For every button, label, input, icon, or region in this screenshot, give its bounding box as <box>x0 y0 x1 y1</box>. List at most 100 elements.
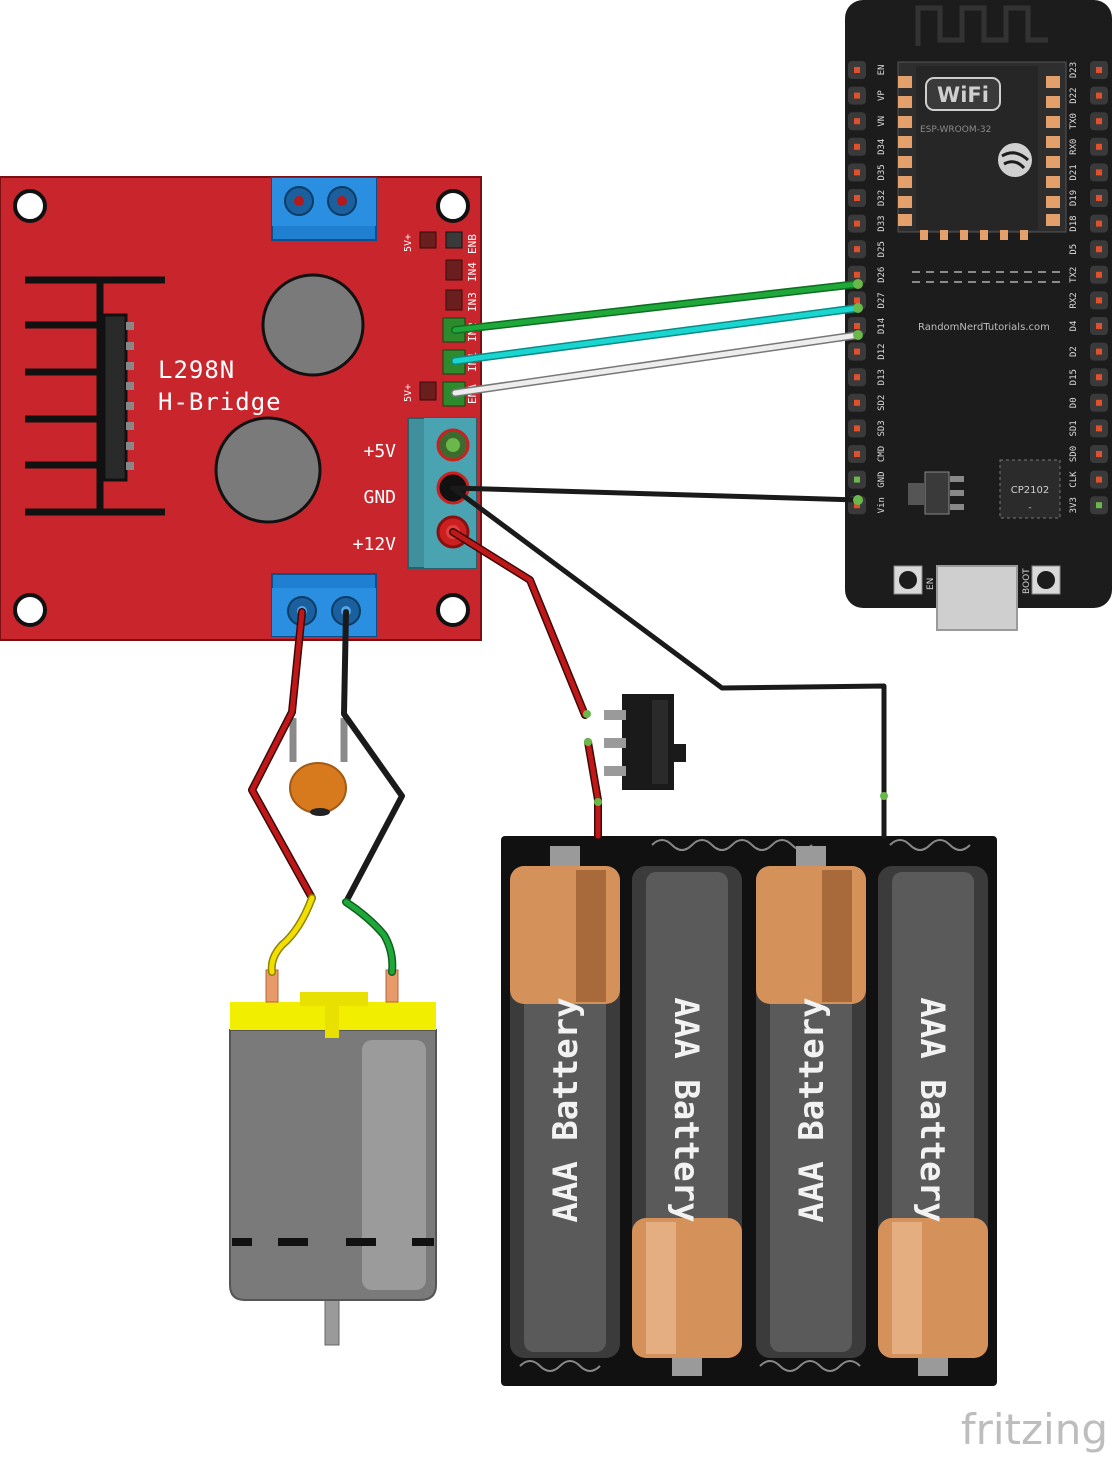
esp32-pin-tx2 <box>1090 265 1108 284</box>
esp32-pin-label: D19 <box>1069 190 1079 206</box>
esp32-left-header <box>848 61 866 515</box>
esp32-pin-sd3 <box>848 419 866 438</box>
top-screw-terminal <box>271 177 377 241</box>
esp32-pin-label: D33 <box>877 215 887 231</box>
esp32-pin-label: D18 <box>1069 215 1079 231</box>
esp32-pin-d0 <box>1090 393 1108 412</box>
esp32-pin-d18 <box>1090 214 1108 233</box>
esp32-left-pin-labels: ENVPVND34D35D32D33D25D26D27D14D12D13SD2S… <box>877 65 887 514</box>
ceramic-capacitor <box>289 718 348 816</box>
esp32-pin-label: D0 <box>1069 397 1079 408</box>
esp32-pin-label: D32 <box>877 190 887 206</box>
esp32-pin-d22 <box>1090 86 1108 105</box>
esp32-pin-d34 <box>848 137 866 156</box>
wire-ena-to-d14 <box>451 331 862 397</box>
esp32-pin-d13 <box>848 368 866 387</box>
mounting-hole-icon <box>13 189 47 223</box>
boot-button-label: BOOT <box>1022 568 1032 594</box>
esp32-pin-label: 3V3 <box>1069 497 1079 513</box>
esp32-pin-label: D22 <box>1069 87 1079 103</box>
esp32-pin-d19 <box>1090 189 1108 207</box>
esp32-pin-label: TX2 <box>1069 267 1079 283</box>
esp32-pin-sd0 <box>1090 445 1108 463</box>
board-title-line2: H-Bridge <box>158 388 282 416</box>
esp32-pin-label: D23 <box>1069 62 1079 78</box>
esp32-pin-label: D2 <box>1069 346 1079 357</box>
esp32-pin-label: CMD <box>877 446 887 462</box>
esp32-pin-label: D26 <box>877 267 887 283</box>
wire-motor-red <box>248 608 316 902</box>
esp32-pin-label: SD0 <box>1069 446 1079 462</box>
espressif-logo-icon <box>998 143 1032 177</box>
esp32-pin-d14 <box>848 317 866 335</box>
esp32-pin-d15 <box>1090 368 1108 387</box>
esp32-pin-label: D21 <box>1069 164 1079 180</box>
en-button-label: EN <box>926 578 936 590</box>
esp32-pin-label: D14 <box>877 318 887 334</box>
power-label-5v: +5V <box>363 441 396 462</box>
esp32-pin-label: D34 <box>877 139 887 155</box>
wire-gnd-to-esp <box>450 485 861 503</box>
esp32-pin-d32 <box>848 189 866 207</box>
esp32-pin-rx0 <box>1090 137 1108 156</box>
esp32-pin-label: D13 <box>877 369 887 385</box>
wire-gnd-to-battery <box>450 485 887 839</box>
esp32-pin-cmd <box>848 445 866 463</box>
pin-label-in4: IN4 <box>466 262 479 282</box>
mounting-hole-icon <box>436 189 470 223</box>
pin-label-5v-top: 5V+ <box>403 234 414 252</box>
esp32-pin-d12 <box>848 342 866 361</box>
battery-cell: AAA Battery <box>510 846 620 1358</box>
capacitor-icon <box>261 273 365 377</box>
esp32-pin-d21 <box>1090 163 1108 182</box>
pin-label-5v-bottom: 5V+ <box>403 384 414 402</box>
esp32-pin-label: Vin <box>877 497 887 513</box>
esp32-pin-vn <box>848 112 866 131</box>
power-label-12v: +12V <box>353 534 397 555</box>
wire-in2-to-d26 <box>451 280 862 334</box>
battery-cell: AAA Battery <box>756 846 866 1358</box>
esp32-pin-gnd <box>848 470 866 489</box>
esp32-pin-label: SD3 <box>877 420 887 436</box>
esp32-pin-label: GND <box>877 471 887 487</box>
esp32-pin-d33 <box>848 214 866 233</box>
esp32-pin-label: SD2 <box>877 395 887 411</box>
esp32-pin-label: VN <box>877 116 887 127</box>
voltage-regulator-icon <box>924 471 950 515</box>
esp32-pin-label: D35 <box>877 164 887 180</box>
mounting-hole-icon <box>436 593 470 627</box>
antenna-trace-icon <box>915 5 1048 46</box>
esp32-pin-label: VP <box>877 90 887 101</box>
esp32-pin-label: D25 <box>877 241 887 257</box>
capacitor-icon <box>214 416 322 524</box>
slide-switch[interactable] <box>604 694 686 790</box>
esp32-pin-d23 <box>1090 61 1108 79</box>
esp32-pin-sd1 <box>1090 419 1108 438</box>
battery-label: AAA Battery <box>666 997 706 1222</box>
esp32-pin-label: D5 <box>1069 244 1079 255</box>
website-label: RandomNerdTutorials.com <box>918 322 1050 333</box>
battery-label: AAA Battery <box>912 997 952 1222</box>
esp32-pin-label: D27 <box>877 292 887 308</box>
fritzing-watermark: fritzing <box>961 1405 1108 1454</box>
esp32-pin-en <box>848 61 866 79</box>
motor-screw-terminal <box>271 573 377 637</box>
battery-label: AAA Battery <box>792 997 832 1222</box>
heatsink-icon <box>25 276 165 516</box>
esp32-pin-vp <box>848 86 866 105</box>
esp32-pin-label: D12 <box>877 343 887 359</box>
pin-label-in3: IN3 <box>466 292 479 312</box>
esp32-pin-d4 <box>1090 317 1108 335</box>
battery-cell: AAA Battery <box>878 866 988 1376</box>
esp32-right-pin-labels: D23D22TX0RX0D21D19D18D5TX2RX2D4D2D15D0SD… <box>1069 62 1079 513</box>
esp32-pin-d5 <box>1090 240 1108 259</box>
wire-in1-to-d27 <box>451 304 862 365</box>
esp32-pin-rx2 <box>1090 291 1108 310</box>
chip-dash: - <box>1028 503 1031 513</box>
esp32-pin-label: SD1 <box>1069 420 1079 436</box>
esp32-pin-label: D4 <box>1069 321 1079 332</box>
esp32-pin-label: CLK <box>1069 471 1079 488</box>
battery-holder: AAA Battery AAA Battery AAA Battery AAA Bat… <box>501 836 997 1386</box>
esp32-board: WiFi ESP-WROOM-32 RandomNerdTutorials.co… <box>845 0 1112 631</box>
